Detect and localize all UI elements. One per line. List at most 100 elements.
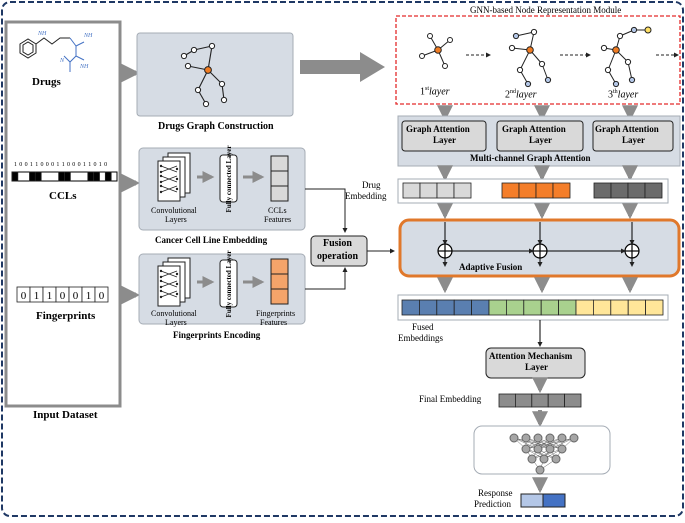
fp-conv-stack <box>157 257 191 307</box>
gat-box-3 <box>592 120 674 152</box>
network-edge <box>531 448 563 460</box>
network-node <box>551 454 561 464</box>
network-node <box>521 433 531 443</box>
network-edge <box>537 437 575 450</box>
fingerprint-bit: 1 <box>34 290 40 302</box>
gnn-layer-2-label: 2ndlayer <box>505 89 537 101</box>
gat-box-1 <box>401 120 487 152</box>
ccl-bits: 1 0 0 1 1 0 0 0 1 1 0 0 0 1 1 0 1 0 <box>14 162 108 168</box>
fp-fc-label-1: Fully connected Layer <box>225 251 233 318</box>
drug-embedding-cell <box>453 182 472 199</box>
gnn-layer-3-graph <box>603 29 648 85</box>
network-node <box>545 433 555 443</box>
drug-embedding-cell <box>610 182 629 199</box>
ccl-conv-stack <box>157 152 191 202</box>
network-node <box>527 454 537 464</box>
response-label-2: Prediction <box>474 499 511 509</box>
drug-embedding-cell <box>518 182 537 199</box>
fingerprint-bit: 0 <box>21 290 27 302</box>
final-embedding-cell <box>531 393 549 408</box>
barcode-bit <box>29 171 36 182</box>
drug-molecule <box>19 37 85 72</box>
final-embedding-cell <box>564 393 582 408</box>
ccl-features-label-2: Features <box>264 215 292 224</box>
network-node <box>509 433 519 443</box>
drug-embedding-cell <box>593 182 612 199</box>
fp-conv-label-1: Convolutional <box>151 309 197 318</box>
gat-box-3-line-1: Graph Attention <box>595 124 659 134</box>
mol-label-2: NH <box>84 33 93 39</box>
graph-construction-label: Drugs Graph Construction <box>158 121 274 132</box>
fingerprint-bit: 0 <box>99 290 105 302</box>
network-node <box>557 433 567 443</box>
network-node <box>557 444 567 454</box>
network-node <box>535 465 545 475</box>
barcode-bit <box>104 171 112 182</box>
response-label-1: Response <box>478 488 513 498</box>
gnn-module-box <box>395 15 681 105</box>
ccl-fc-layer <box>219 154 238 203</box>
fused-embedding-cell <box>418 299 438 316</box>
fused-label-2: Embeddings <box>398 333 443 343</box>
fused-embedding-cell <box>575 299 594 316</box>
drug-embedding-cell <box>535 182 554 199</box>
fp-fc-layer <box>219 259 238 308</box>
fused-embedding-cell <box>436 299 455 316</box>
network-node <box>545 444 555 454</box>
barcode-bit <box>93 171 100 182</box>
fingerprint-bit: 1 <box>86 290 92 302</box>
fused-embedding-cell <box>505 299 525 316</box>
response-cell-2 <box>542 493 566 508</box>
gnn-title: GNN-based Node Representation Module <box>470 5 622 15</box>
fused-embedding-cell <box>453 299 473 316</box>
drug-embedding-label-2: Embedding <box>345 191 387 201</box>
drug-embedding-cell <box>501 182 520 199</box>
fused-embedding-cell <box>593 299 612 316</box>
barcode-bit <box>34 171 42 182</box>
adaptive-fusion-label: Adaptive Fusion <box>459 262 523 272</box>
fused-embedding-cell <box>627 299 647 316</box>
fused-embedding-cell <box>471 299 490 316</box>
line-ccl-to-fusion <box>305 188 348 233</box>
response-cell-1 <box>520 493 544 508</box>
drug-embedding-label-1: Drug <box>362 180 381 190</box>
ccl-features-label-1: CCLs <box>268 206 287 215</box>
drug-embedding-cell <box>419 182 438 199</box>
attention-label-2: Layer <box>525 362 548 372</box>
final-embedding-cell <box>547 393 566 408</box>
network-node <box>533 433 543 443</box>
drug-embedding-cell <box>552 182 571 199</box>
ccl-conv-label-2: Layers <box>165 215 187 224</box>
fused-embedding-cell <box>540 299 560 316</box>
fused-label-1: Fused <box>412 322 434 332</box>
gat-box-1-line-2: Layer <box>433 135 456 145</box>
gat-box-3-line-2: Layer <box>622 135 645 145</box>
fused-embedding-cell <box>558 299 577 316</box>
ccl-fc-label-1: Fully connected Layer <box>225 146 233 213</box>
fp-features-label-2: Features <box>260 318 288 327</box>
drugs-label: Drugs <box>32 76 61 88</box>
mol-label-4: NH <box>80 64 89 70</box>
prediction-network <box>509 433 579 475</box>
fingerprint-bit: 0 <box>60 290 66 302</box>
fused-embedding-cell <box>488 299 507 316</box>
gnn-layer-2-graph <box>511 31 549 85</box>
ccl-embedding-title: Cancer Cell Line Embedding <box>155 235 268 245</box>
drug-embedding-cell <box>644 182 663 199</box>
gat-box-2-line-2: Layer <box>529 135 552 145</box>
fp-features-label-1: Fingerprints <box>256 309 296 318</box>
drug-embedding-cell <box>627 182 646 199</box>
attention-label-1: Attention Mechanism <box>489 351 573 361</box>
input-dataset-box <box>4 20 122 408</box>
mol-label-1: NH <box>38 31 47 37</box>
fused-embedding-cell <box>523 299 542 316</box>
fusion-label-2: operation <box>317 251 359 262</box>
fingerprint-bit: 1 <box>47 290 53 302</box>
network-edge <box>525 437 563 450</box>
line-fp-to-fusion <box>305 267 348 290</box>
fp-encoding-title: Fingerprints Encoding <box>173 330 261 340</box>
fingerprints-label: Fingerprints <box>36 310 96 322</box>
drug-embedding-cell <box>402 182 421 199</box>
fused-embedding-cell <box>645 299 664 316</box>
